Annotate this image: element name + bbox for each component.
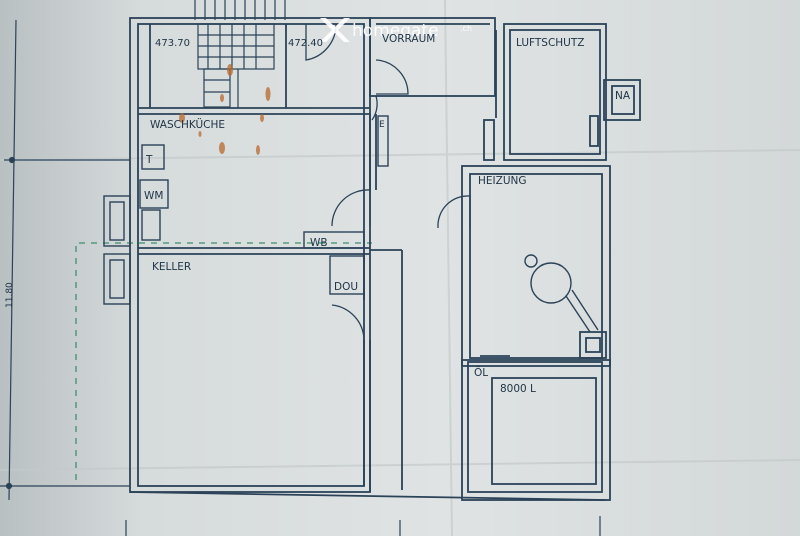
boiler bbox=[524, 254, 599, 333]
waschkueche-label: WASCHKÜCHE bbox=[150, 118, 225, 131]
property-boundary-dashed bbox=[75, 242, 372, 480]
bottom-ticks bbox=[125, 516, 601, 536]
walls bbox=[129, 17, 606, 501]
vorraum-label: VORRAUM bbox=[382, 33, 435, 45]
wb-label: WB bbox=[310, 237, 328, 249]
oel-label: ÖL bbox=[474, 366, 488, 379]
right-block-walls bbox=[461, 23, 641, 501]
dimension-line-left bbox=[0, 19, 130, 501]
wm-label: WM bbox=[144, 190, 163, 202]
keller-label: KELLER bbox=[152, 261, 191, 273]
watermark-suffix: .ch bbox=[460, 24, 472, 33]
laundry-fixtures bbox=[103, 115, 389, 305]
heizung-label: HEIZUNG bbox=[478, 175, 527, 187]
staircase bbox=[194, 0, 286, 108]
na-label: NA bbox=[615, 90, 631, 102]
elevation-right-label: 472.40 bbox=[288, 38, 323, 49]
luftschutz-label: LUFTSCHUTZ bbox=[516, 37, 584, 49]
dou-label: DOU bbox=[334, 281, 358, 293]
dimension-height-label: 11.80 bbox=[5, 282, 15, 308]
watermark-logo bbox=[320, 18, 350, 42]
elevation-left-label: 473.70 bbox=[155, 38, 190, 49]
e-label: E bbox=[379, 120, 385, 130]
rust-stains bbox=[179, 64, 271, 155]
tank-capacity-label: 8000 L bbox=[500, 383, 536, 395]
watermark-text: homegate bbox=[352, 21, 439, 41]
t-label: T bbox=[145, 154, 153, 166]
